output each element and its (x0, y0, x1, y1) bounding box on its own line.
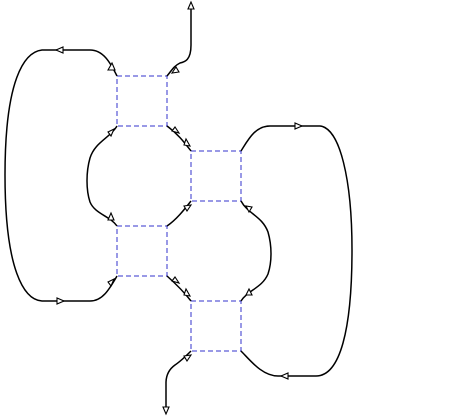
arrow-top (187, 0, 195, 10)
arrow-ll-tl (107, 211, 115, 221)
arrow-right-loop-bottom (279, 372, 289, 380)
left-outer-loop (4, 49, 118, 302)
center-left-loop (86, 125, 118, 227)
lower-right-box (190, 300, 242, 352)
upper-left-box (116, 75, 168, 127)
arrow-ul-br (171, 126, 181, 134)
arrow-lr-bl (183, 354, 193, 363)
lower-left-box (116, 225, 168, 277)
arrow-bottom (162, 406, 170, 416)
connector-ul-ur-top (166, 125, 192, 152)
arrow-ll-br (171, 276, 181, 284)
center-right-loop (240, 200, 272, 302)
arrow-ur-tl (183, 137, 192, 147)
arrow-left-loop-top (54, 46, 64, 54)
right-outer-loop (240, 125, 353, 377)
arrow-ul-bl (107, 127, 116, 138)
arrow-right-loop-top (294, 122, 304, 130)
arrow-ur-bl (183, 204, 193, 213)
arrow-ll-bl (107, 277, 116, 288)
top-open-strand (166, 4, 192, 77)
connector-ul-ur-bottom (166, 200, 192, 227)
arrow-ur-br (245, 205, 253, 214)
arrow-left-loop-bottom (56, 297, 66, 305)
arrow-ul-tl (107, 61, 116, 71)
connector-ll-lr-top (166, 275, 192, 302)
strands (4, 4, 353, 412)
arrow-lr-tl (183, 287, 192, 297)
dashed-boxes (116, 75, 242, 352)
arrowheads (54, 0, 304, 416)
arrow-lr-tr (245, 287, 253, 296)
arrow-ul-tr (170, 65, 180, 74)
upper-right-box (190, 150, 242, 202)
